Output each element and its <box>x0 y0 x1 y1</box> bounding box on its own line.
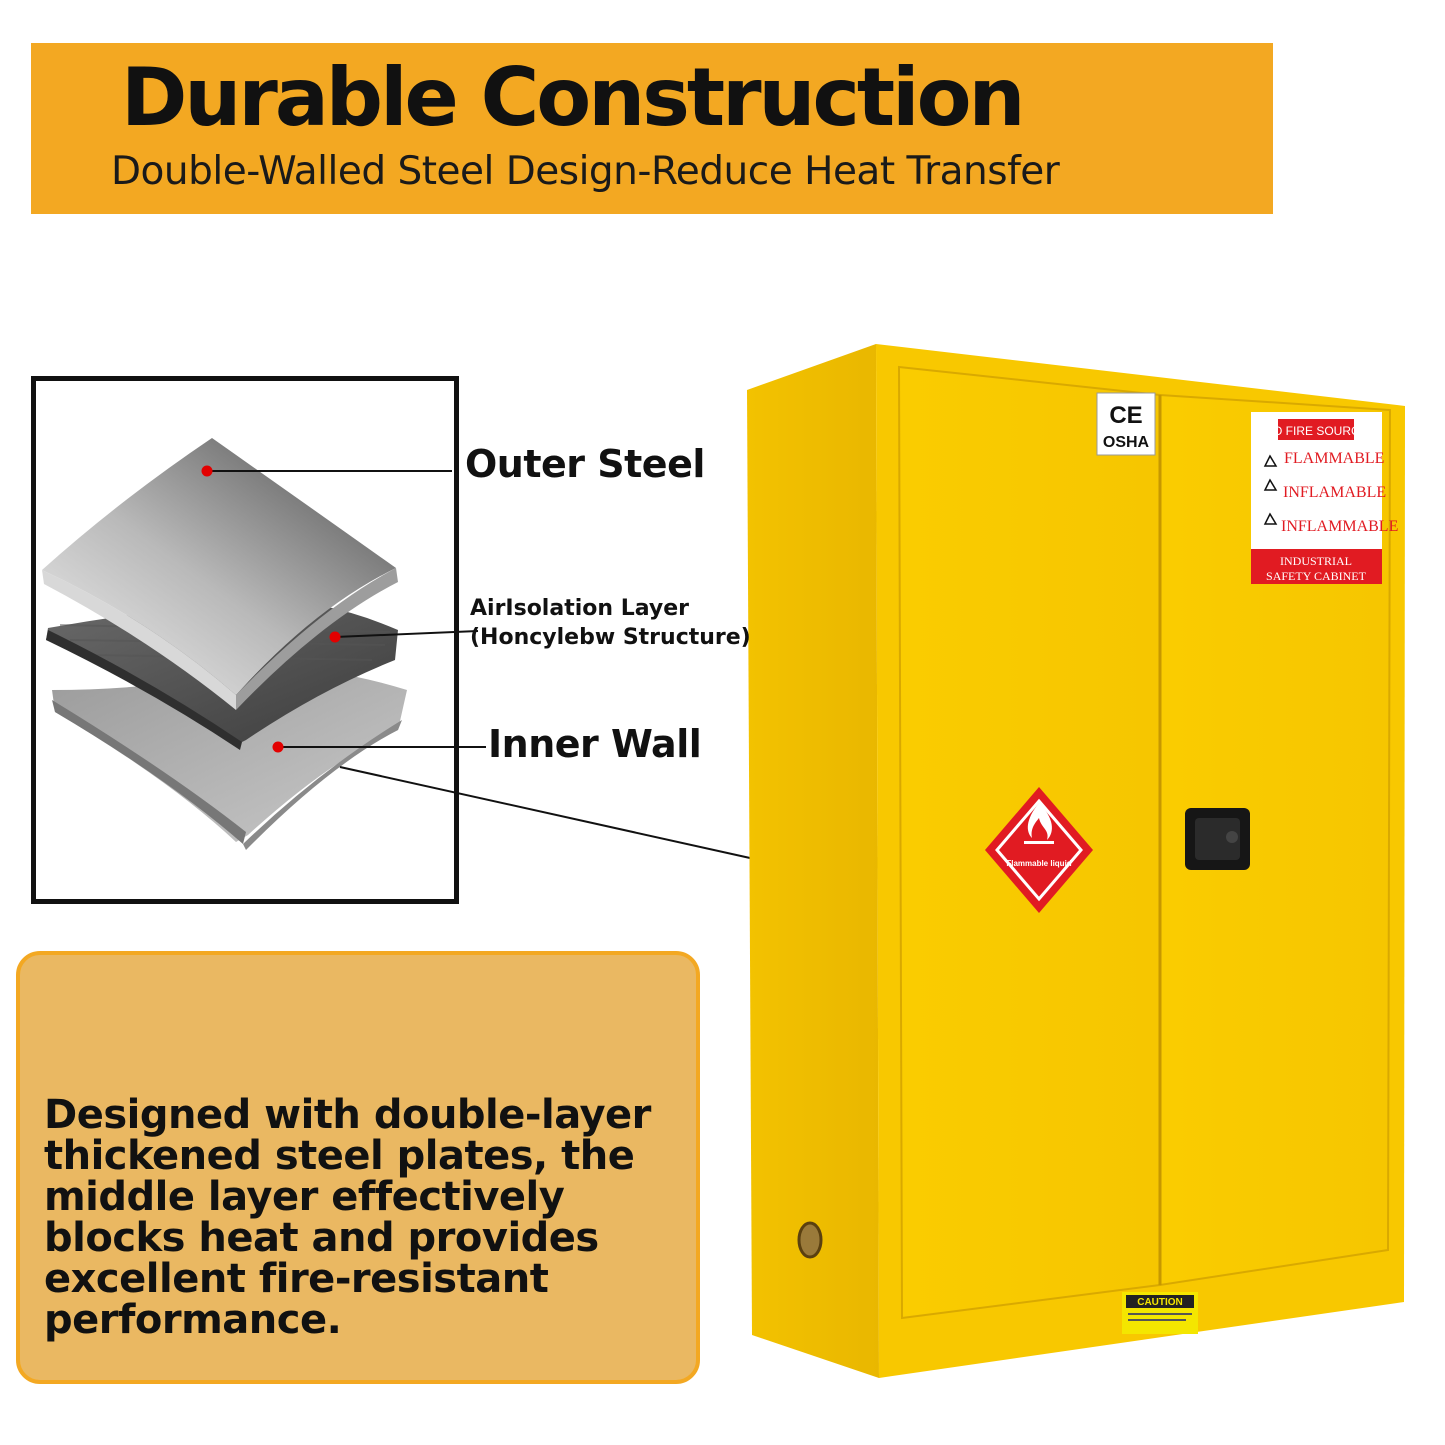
inner-wall-label: Inner Wall <box>488 722 702 766</box>
warning-footer-1: INDUSTRIAL <box>1280 554 1352 568</box>
warning-triangle-icon <box>1263 454 1278 467</box>
ce-mark: CE <box>1109 402 1142 429</box>
cabinet-pointer-line <box>339 766 751 859</box>
warning-header: NO FIRE SOURCE <box>1264 424 1367 438</box>
air-layer-marker <box>329 631 341 643</box>
warning-placard: NO FIRE SOURCE FLAMMABLE INFLAMABLE INFL… <box>1251 412 1398 584</box>
warning-line-2: INFLAMABLE <box>1283 484 1386 501</box>
header-banner: Durable Construction Double-Walled Steel… <box>31 43 1273 214</box>
air-layer-leader <box>334 630 479 638</box>
cabinet-side-panel <box>747 344 879 1378</box>
description-panel: Designed with double-layer thickened ste… <box>16 951 700 1384</box>
inner-wall-marker <box>272 741 284 753</box>
page-subtitle: Double-Walled Steel Design-Reduce Heat T… <box>111 149 1060 194</box>
inner-wall-plate <box>52 668 407 850</box>
page-title: Durable Construction <box>121 51 1025 144</box>
air-isolation-label-line2: (Honcylebw Structure) <box>470 625 751 650</box>
caution-text: CAUTION <box>1137 1297 1183 1308</box>
air-isolation-label-line1: AirIsolation Layer <box>470 596 689 621</box>
warning-line-1: FLAMMABLE <box>1284 450 1384 467</box>
warning-triangle-icon <box>1263 512 1278 525</box>
warning-triangle-icon <box>1263 478 1278 491</box>
caution-sticker: CAUTION <box>1122 1292 1198 1334</box>
diamond-label: Flammable liquid <box>1006 859 1071 868</box>
drain-fitting <box>797 1221 823 1259</box>
air-isolation-label: AirIsolation Layer (Honcylebw Structure) <box>470 594 751 652</box>
safety-cabinet <box>747 344 1405 1378</box>
outer-steel-label: Outer Steel <box>465 442 705 486</box>
description-text: Designed with double-layer thickened ste… <box>44 1092 651 1343</box>
outer-steel-marker <box>201 465 213 477</box>
warning-line-3: INFLAMMABLE <box>1281 518 1398 535</box>
outer-steel-plate <box>42 438 398 710</box>
osha-mark: OSHA <box>1103 434 1150 451</box>
flame-icon <box>1027 803 1052 840</box>
flammable-liquid-diamond: Flammable liquid <box>985 787 1093 913</box>
warning-footer-2: SAFETY CABINET <box>1266 569 1367 583</box>
certification-label: CE OSHA <box>1096 392 1156 456</box>
